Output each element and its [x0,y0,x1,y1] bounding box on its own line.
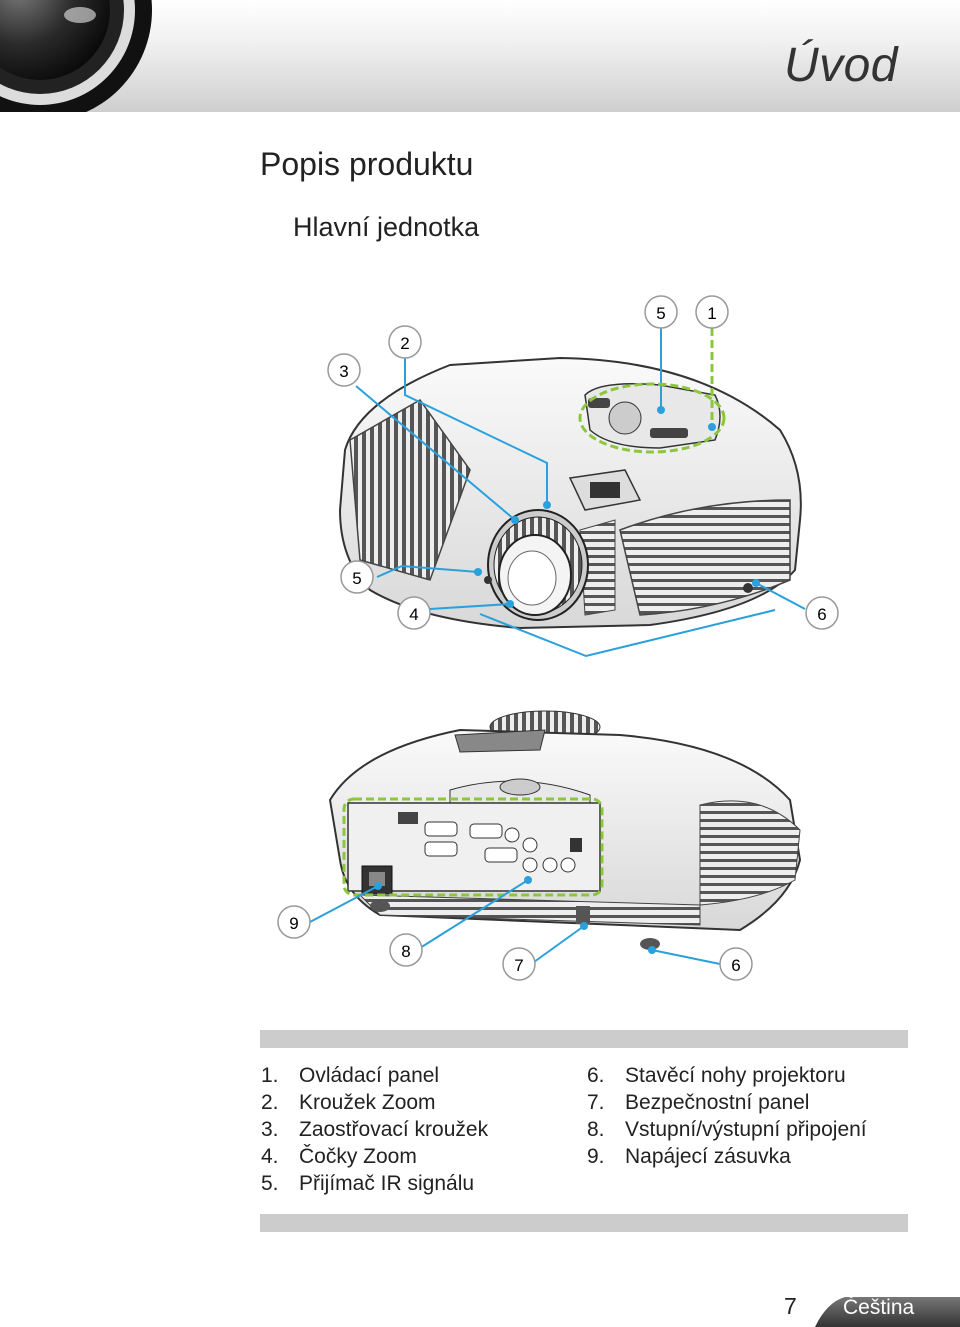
projector-rear-view [328,710,802,950]
language-label: Čeština [843,1296,915,1319]
section-title: Úvod [783,39,898,92]
legend-item-3: 3.Zaostřovací kroužek [261,1118,489,1141]
svg-text:5: 5 [352,569,361,588]
callout-label: 5 [656,304,665,323]
legend-left-column: 1.Ovládací panel 2.Kroužek Zoom 3.Zaostř… [261,1062,488,1197]
svg-text:2: 2 [400,334,409,353]
svg-text:6: 6 [731,956,740,975]
callout-8: 8 [389,933,423,967]
page-number: 7 [784,1293,797,1319]
callout-5-top: 5 [644,295,678,329]
callout-4: 4 [397,596,431,630]
callout-6-top: 6 [805,596,839,630]
svg-text:7: 7 [514,956,523,975]
svg-text:3: 3 [339,362,348,381]
legend-item-5: 5.Přijímač IR signálu [261,1172,475,1195]
legend-item-8: 8.Vstupní/výstupní připojení [587,1118,867,1141]
legend-item-2: 2.Kroužek Zoom [261,1091,436,1114]
legend-item-4: 4.Čočky Zoom [261,1145,417,1168]
legend-item-1: 1.Ovládací panel [261,1064,440,1087]
callout-1: 1 [695,295,729,329]
legend-top-bar [260,1030,908,1048]
legend-item-6: 6.Stavěcí nohy projektoru [587,1064,846,1087]
page-subtitle: Hlavní jednotka [293,212,480,242]
legend-item-7: 7.Bezpečnostní panel [587,1091,810,1114]
svg-text:6: 6 [817,605,826,624]
callout-6-rear: 6 [719,947,753,981]
callout-2: 2 [388,325,422,359]
page-title: Popis produktu [260,146,474,182]
callout-5-side: 5 [340,560,374,594]
footer-language-tab [815,1297,960,1327]
svg-text:9: 9 [289,914,298,933]
callout-7: 7 [502,947,536,981]
header-band [0,0,960,112]
legend-item-9: 9.Napájecí zásuvka [587,1145,791,1168]
legend-bottom-bar [260,1214,908,1232]
projector-front-view [338,356,802,630]
camera-lens-icon [0,0,152,112]
svg-text:4: 4 [409,605,418,624]
callout-3: 3 [327,353,361,387]
legend-right-column: 6.Stavěcí nohy projektoru 7.Bezpečnostní… [587,1062,867,1170]
projector-diagram: 5 1 2 3 5 4 6 [277,295,839,981]
svg-text:8: 8 [401,942,410,961]
svg-text:1: 1 [707,304,716,323]
callout-9: 9 [277,905,311,939]
